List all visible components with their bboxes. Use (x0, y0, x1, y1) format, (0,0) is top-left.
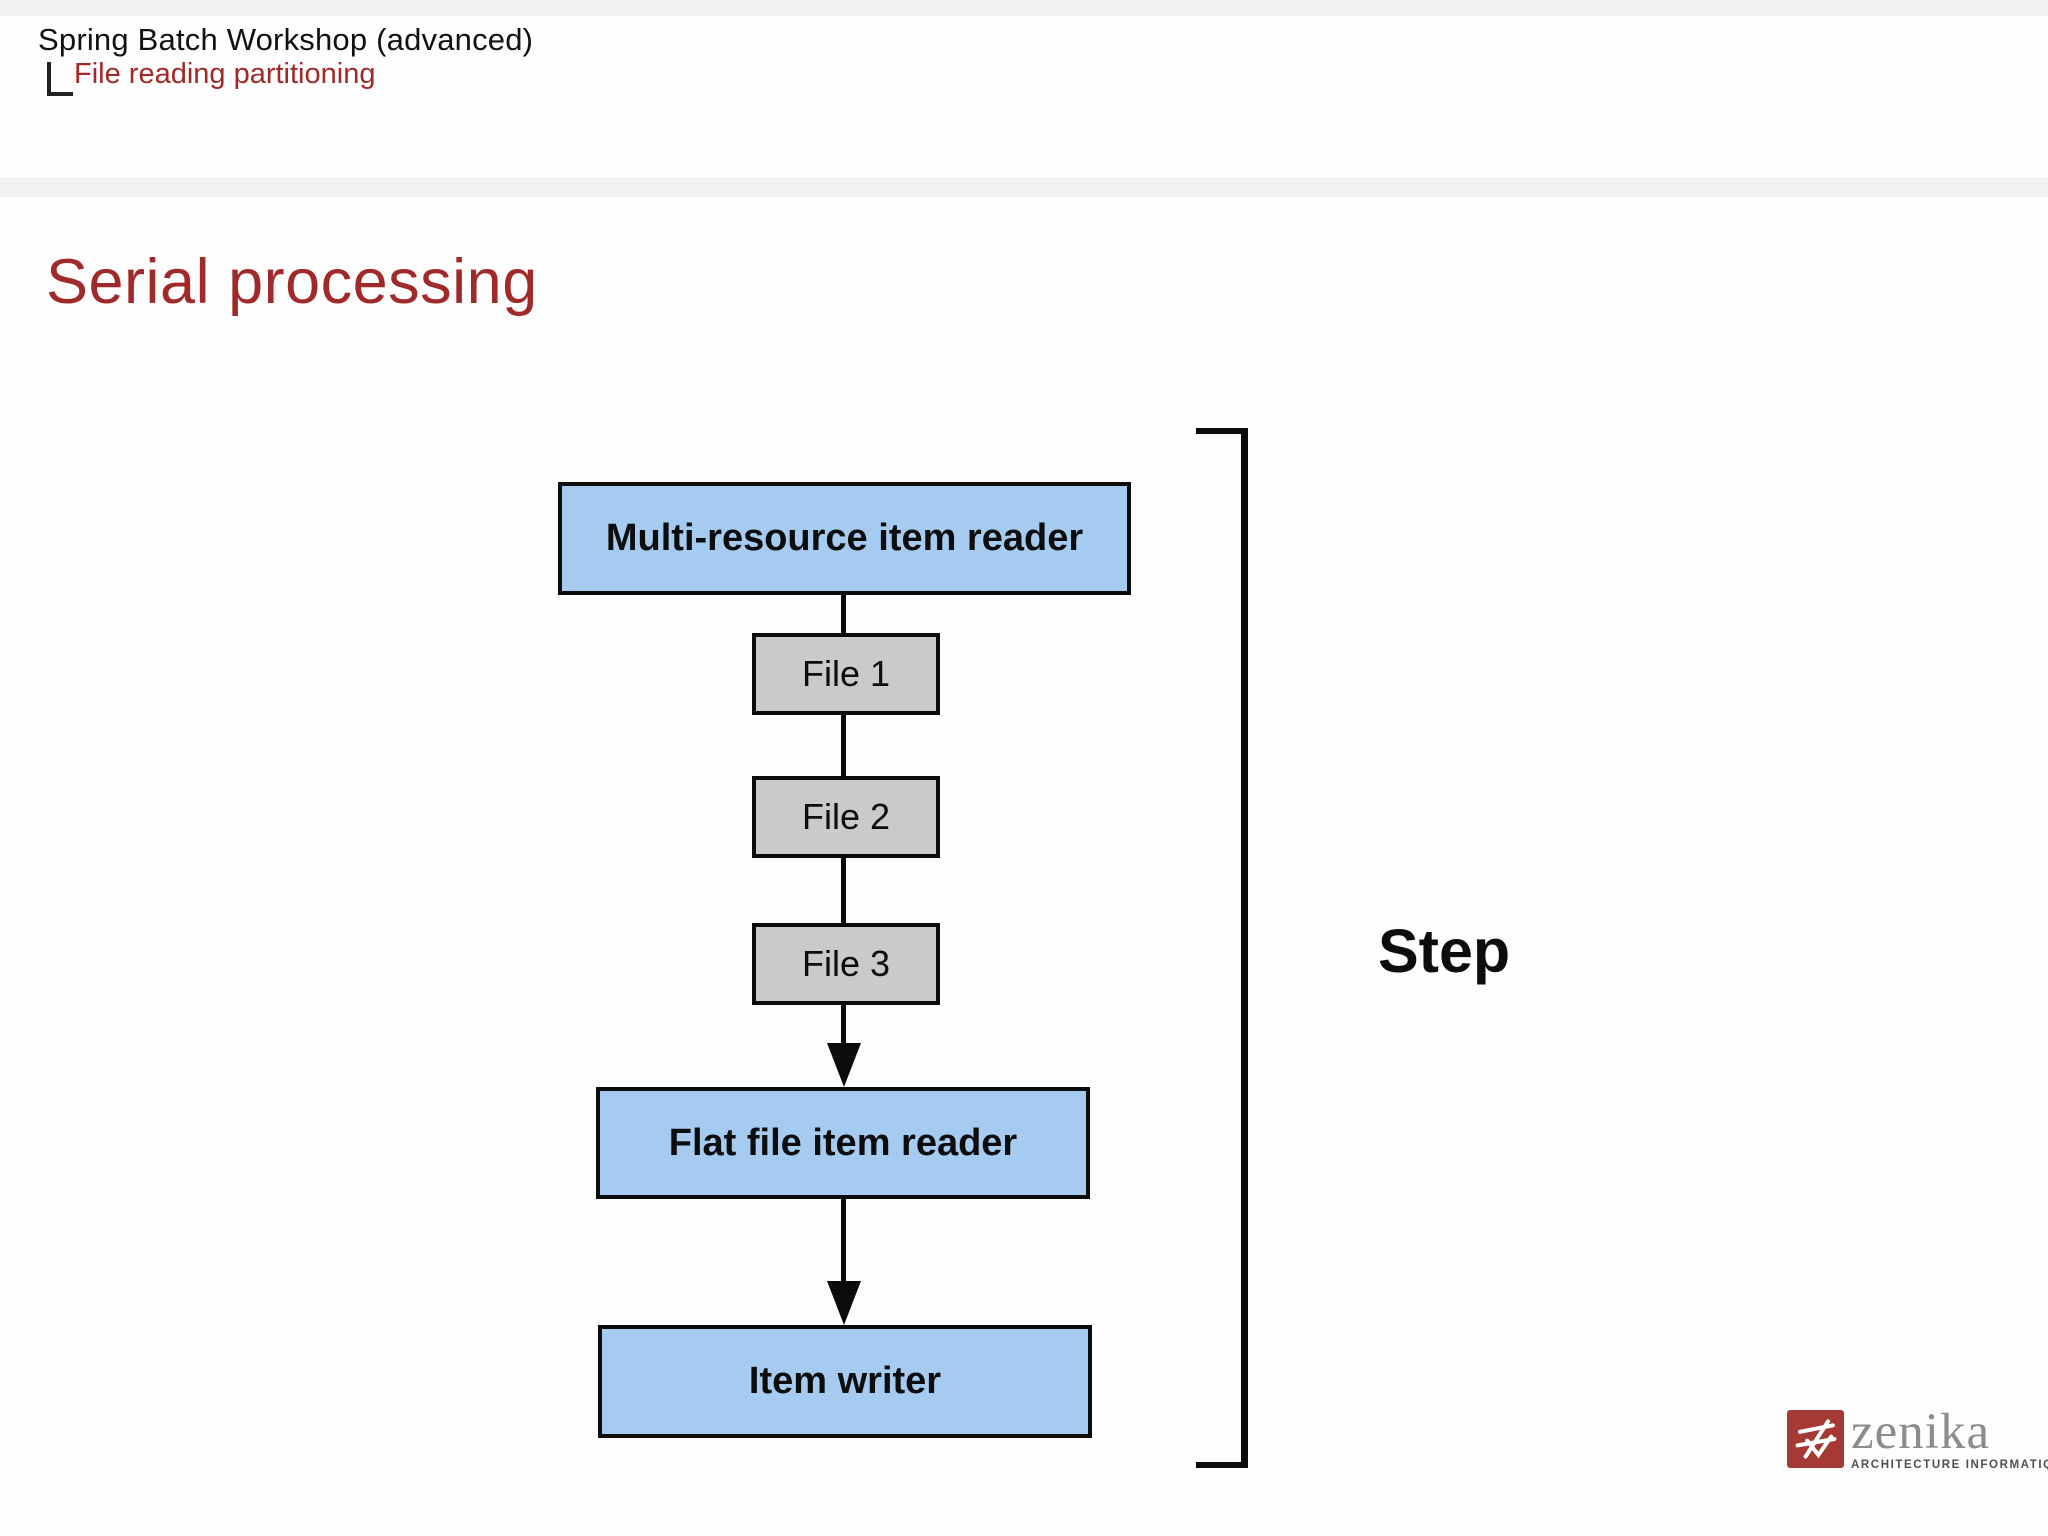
arrowhead-down-icon (827, 1281, 861, 1325)
node-label: Item writer (748, 1360, 942, 1402)
top-gray-band (0, 0, 2048, 16)
deck-title: Spring Batch Workshop (advanced) (38, 22, 534, 57)
arrowhead-down-icon (827, 1043, 861, 1087)
step-bracket (1196, 428, 1248, 1468)
zenika-tagline: ARCHITECTURE INFORMATIQUE (1851, 1459, 2048, 1471)
edge-flat-reader-to-writer (841, 1199, 846, 1281)
node-label: Multi-resource item reader (605, 517, 1084, 559)
header-divider-band (0, 178, 2048, 197)
section-tree-elbow-icon (47, 62, 73, 96)
diagram-node-file-1: File 1 (752, 633, 940, 715)
zenika-logo-text: zenika ARCHITECTURE INFORMATIQUE (1851, 1404, 2048, 1472)
zenika-logo-icon (1787, 1410, 1844, 1468)
node-label: Flat file item reader (668, 1121, 1018, 1164)
edge-file2-to-file3 (841, 858, 846, 923)
zenika-wordmark: zenika (1851, 1404, 1991, 1460)
diagram-node-multi-resource-item-reader: Multi-resource item reader (558, 482, 1131, 595)
step-label: Step (1378, 917, 1511, 985)
zenika-logo: zenika ARCHITECTURE INFORMATIQUE (1787, 1404, 2048, 1472)
node-label: File 3 (801, 943, 891, 984)
node-label: File 1 (801, 653, 891, 694)
diagram-node-file-3: File 3 (752, 923, 940, 1005)
page-title: Serial processing (46, 247, 538, 317)
edge-multi-to-file1 (841, 595, 846, 633)
edge-file1-to-file2 (841, 715, 846, 776)
diagram-node-file-2: File 2 (752, 776, 940, 858)
diagram-node-flat-file-item-reader: Flat file item reader (596, 1087, 1090, 1199)
diagram-node-item-writer: Item writer (598, 1325, 1092, 1438)
edge-file3-to-flat-reader (841, 1005, 846, 1045)
node-label: File 2 (801, 796, 891, 837)
section-title: File reading partitioning (74, 58, 376, 90)
zenika-glyph-icon (1795, 1419, 1836, 1459)
